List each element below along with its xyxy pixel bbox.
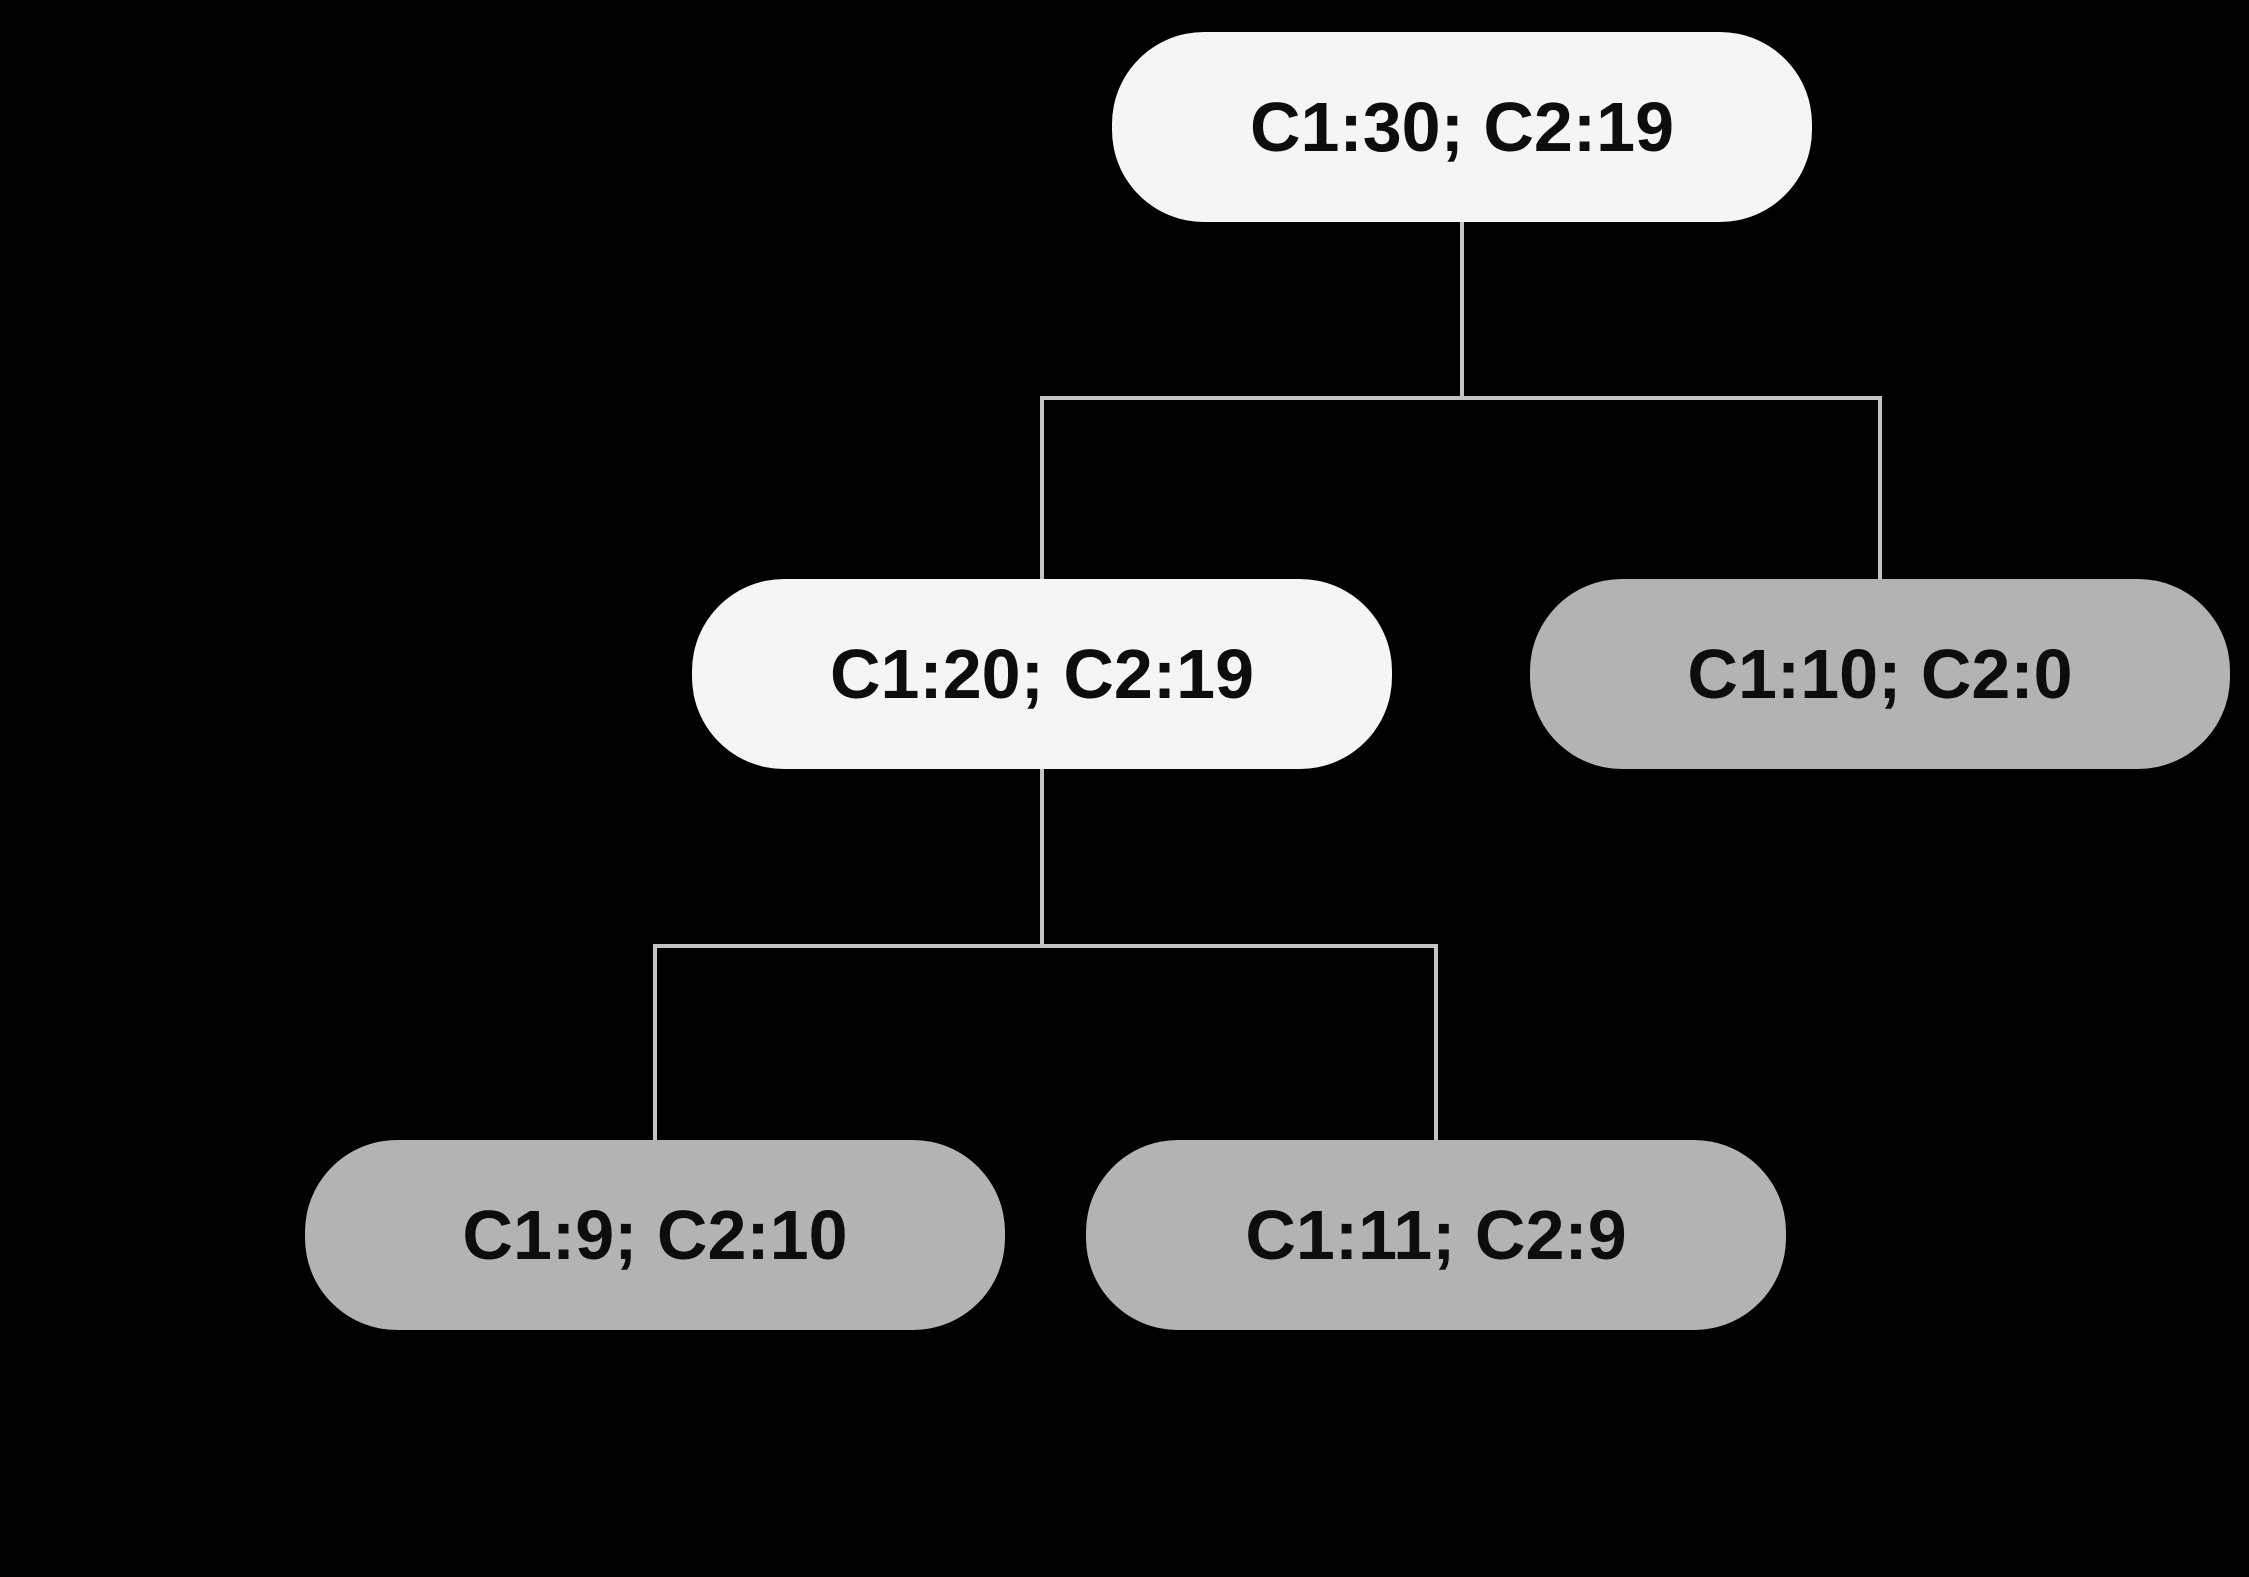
tree-node-bottom-right-label: C1:11; C2:9 [1245,1196,1627,1274]
tree-node-bottom-left: C1:9; C2:10 [305,1140,1005,1330]
tree-node-bottom-right: C1:11; C2:9 [1086,1140,1786,1330]
tree-node-root: C1:30; C2:19 [1112,32,1812,222]
tree-node-mid-left: C1:20; C2:19 [692,579,1392,769]
edge-junction2-bottom-left [653,944,657,1140]
tree-node-mid-left-label: C1:20; C2:19 [829,635,1255,713]
edge-root-junction1 [1460,222,1464,400]
edge-junction1-horizontal [1040,396,1882,400]
edge-junction2-horizontal [653,944,1438,948]
tree-node-mid-right-label: C1:10; C2:0 [1687,635,2073,713]
tree-node-mid-right: C1:10; C2:0 [1530,579,2230,769]
edge-junction1-mid-right [1878,396,1882,579]
tree-node-root-label: C1:30; C2:19 [1249,88,1675,166]
edge-mid-left-junction2 [1040,769,1044,948]
edge-junction1-mid-left [1040,396,1044,579]
edge-junction2-bottom-right [1434,944,1438,1140]
tree-node-bottom-left-label: C1:9; C2:10 [462,1196,848,1274]
